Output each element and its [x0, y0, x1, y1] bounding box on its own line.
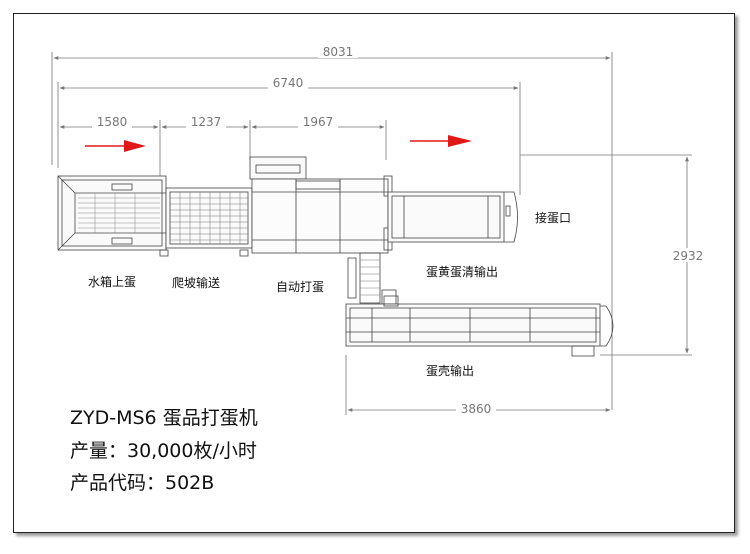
flow-arrow-left: [85, 140, 146, 152]
label-tank-feed: 水箱上蛋: [88, 274, 136, 289]
climb-conveyor: [159, 187, 253, 257]
dim-climb: 1237: [191, 115, 222, 129]
dim-tank: 1580: [97, 115, 128, 129]
dim-shell: 3860: [461, 402, 492, 416]
drawing-frame: [13, 13, 735, 533]
label-egg-receiver: 接蛋口: [535, 210, 571, 225]
shell-conveyor: [345, 295, 614, 357]
dim-breaker: 1967: [303, 115, 334, 129]
label-shell-output: 蛋壳输出: [426, 363, 474, 378]
product-code-text: 产品代码：502B: [70, 472, 215, 494]
yolk-white-conveyor: [387, 191, 518, 243]
label-auto-breaker: 自动打蛋: [276, 280, 324, 294]
dim-main: 6740: [273, 76, 304, 90]
dim-height: 2932: [673, 249, 704, 263]
label-yolk-white-output: 蛋黄蛋清输出: [426, 264, 498, 279]
label-climb-conveyor: 爬坡输送: [172, 275, 220, 290]
water-tank: [57, 175, 167, 251]
dim-overall: 8031: [323, 45, 354, 59]
capacity-text: 产量：30,000枚/小时: [70, 440, 257, 462]
flow-arrow-right: [410, 135, 472, 147]
model-title: ZYD-MS6 蛋品打蛋机: [70, 407, 258, 429]
